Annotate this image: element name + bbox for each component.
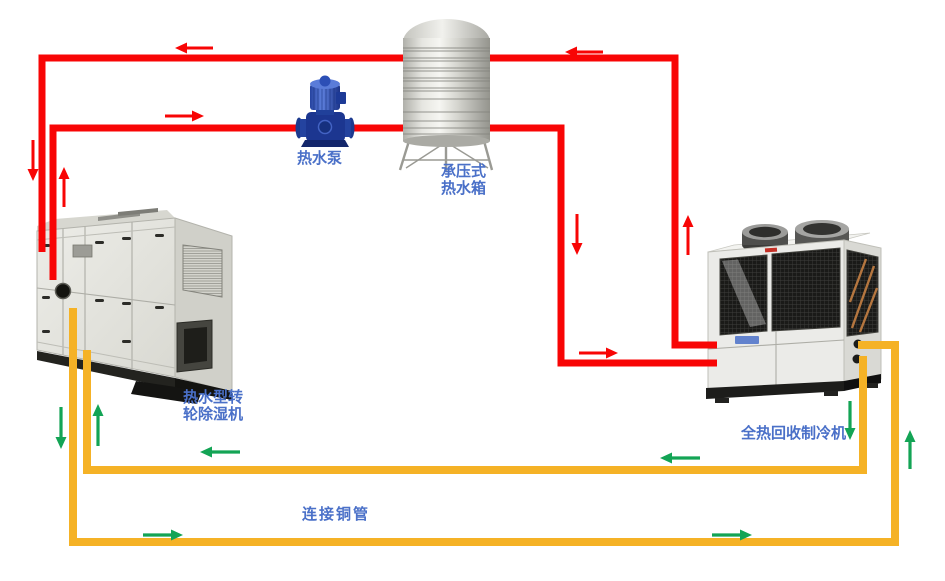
green-flow-arrow-left: [200, 446, 240, 458]
copper-pipe-inner: [83, 350, 867, 474]
condenser-grille-side: [846, 249, 879, 337]
condenser-grille: [771, 247, 841, 332]
panel-handles: [42, 234, 164, 343]
hot-water-pipe-loop: [38, 54, 717, 367]
green-flow-arrow-down: [55, 407, 67, 449]
green-flow-arrow-right: [143, 529, 183, 541]
chiller-label: 全热回收制冷机: [741, 425, 846, 442]
dehumidifier-unit: [36, 208, 233, 404]
filter-grille: [182, 244, 223, 298]
red-flow-arrow-up: [682, 215, 694, 255]
round-port: [54, 282, 72, 300]
motor-junction-box: [336, 92, 346, 104]
rim-badge: [764, 247, 778, 253]
copper-pipe-loop: [69, 308, 899, 546]
tank-label-line2: 热水箱: [441, 180, 487, 197]
green-flow-arrow-down: [844, 401, 856, 440]
red-flow-arrow-down: [27, 140, 39, 181]
red-flow-arrow-right: [579, 347, 618, 359]
hot-water-pipe-supply: [38, 54, 717, 349]
dehumidifier-label: 热水型转 轮除湿机: [183, 389, 243, 423]
red-flow-arrow-right: [165, 110, 204, 122]
machine-base: [706, 381, 844, 399]
side-opening-inner: [184, 327, 207, 364]
green-flow-arrow-up: [92, 404, 104, 446]
green-flow-arrow-right: [712, 529, 752, 541]
motor-cap-top: [319, 75, 331, 87]
roof-vent: [118, 208, 158, 216]
red-flow-arrow-left: [175, 42, 213, 54]
tank-body: [403, 38, 490, 141]
chiller-label-text: 全热回收制冷机: [741, 425, 847, 442]
motor-fins: [313, 85, 335, 110]
tank-label-line1: 承压式: [441, 163, 487, 180]
grille-highlight: [722, 259, 766, 327]
pump-motor-stand: [316, 106, 334, 115]
condenser-grille: [719, 254, 768, 336]
copper-coil: [848, 258, 879, 333]
dehumidifier-label-line1: 热水型转: [183, 389, 244, 406]
dehumidifier-roof: [37, 210, 175, 231]
water-tank: [398, 19, 494, 172]
red-flow-arrow-left: [565, 46, 603, 58]
chiller-unit: [706, 220, 882, 403]
red-flow-arrow-down: [571, 214, 583, 255]
pump: [295, 75, 355, 147]
tank-ribs: [403, 47, 490, 135]
brand-logo: [735, 336, 759, 344]
inspection-window: [72, 244, 93, 258]
base-foot: [866, 383, 878, 388]
pump-base: [301, 140, 349, 147]
dehumidifier-label-line2: 轮除湿机: [183, 406, 244, 423]
green-flow-arrow-up: [904, 430, 916, 469]
tank-bottom: [403, 135, 490, 147]
green-flow-arrow-left: [660, 452, 700, 464]
pump-hub: [317, 119, 333, 135]
red-flow-arrows: [27, 42, 694, 359]
copper-pipe-label: 连接铜管: [302, 506, 370, 523]
machine-base: [175, 378, 232, 400]
dehumidifier-front-panel: [36, 217, 176, 378]
copper-pipe-outer: [69, 308, 899, 546]
pump-label-text: 热水泵: [297, 150, 343, 167]
green-flow-arrows: [55, 401, 916, 541]
base-foot: [715, 398, 729, 403]
tank-label: 承压式 热水箱: [441, 163, 486, 197]
pump-label: 热水泵: [297, 150, 342, 167]
hot-water-pipe-return: [49, 124, 717, 367]
copper-pipe-label-text: 连接铜管: [302, 506, 371, 523]
base-foot: [824, 391, 838, 396]
base-corner: [131, 381, 202, 404]
red-flow-arrow-up: [58, 167, 70, 207]
